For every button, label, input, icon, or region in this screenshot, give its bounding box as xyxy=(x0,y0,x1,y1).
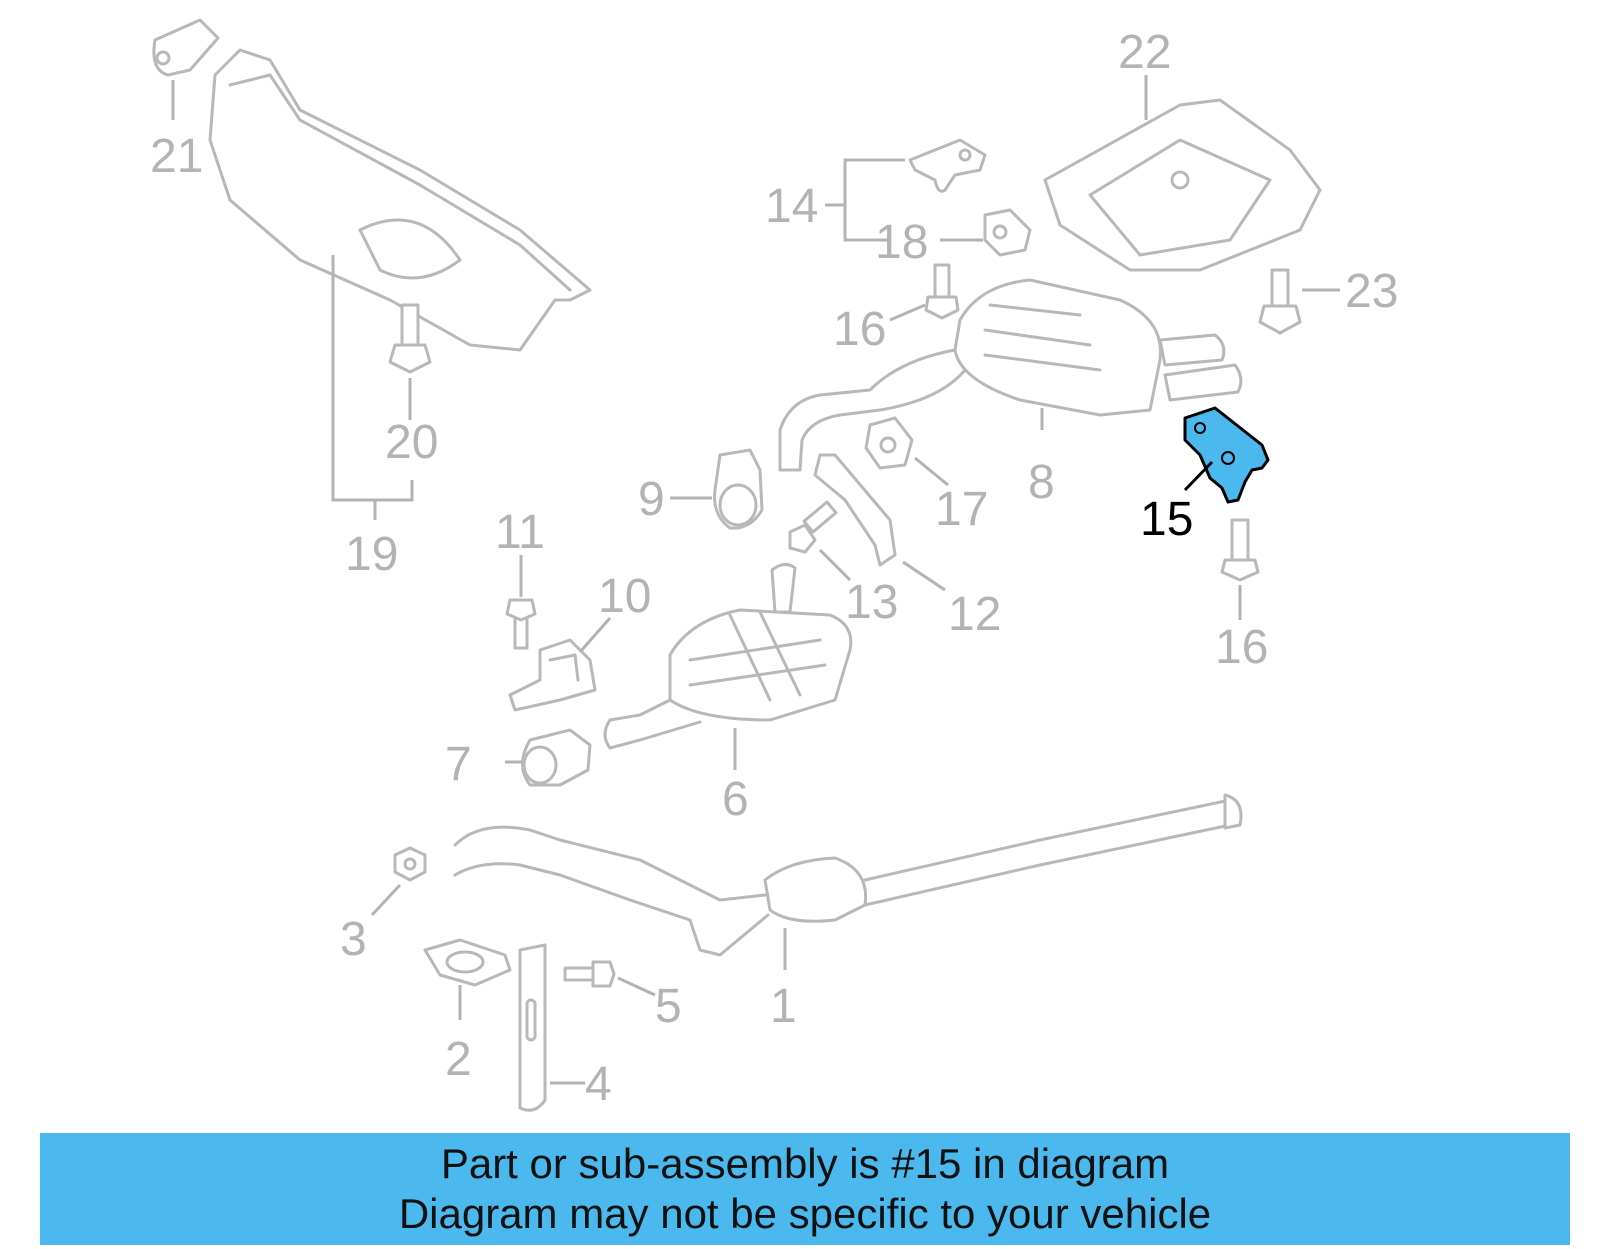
label-5: 5 xyxy=(655,980,682,1033)
part-8-rear-muffler[interactable] xyxy=(778,278,1243,472)
label-21: 21 xyxy=(150,130,203,183)
label-15: 15 xyxy=(1140,493,1193,546)
label-3: 3 xyxy=(340,913,367,966)
leader-17 xyxy=(914,456,949,487)
leader-16-upper xyxy=(889,303,926,322)
banner-line-2: Diagram may not be specific to your vehi… xyxy=(398,1190,1212,1237)
label-6: 6 xyxy=(722,773,749,826)
part-15-exhaust-bracket[interactable] xyxy=(1183,406,1270,504)
label-7: 7 xyxy=(445,738,472,791)
part-3-nut[interactable] xyxy=(393,846,427,882)
part-14-bracket[interactable] xyxy=(908,138,987,193)
part-12-bracket-strap[interactable] xyxy=(813,453,897,567)
label-12: 12 xyxy=(948,588,1001,641)
label-2: 2 xyxy=(445,1033,472,1086)
label-16-lower: 16 xyxy=(1215,621,1268,674)
label-19: 19 xyxy=(345,528,398,581)
label-23: 23 xyxy=(1345,265,1398,318)
label-1: 1 xyxy=(770,980,797,1033)
part-9-clamp[interactable] xyxy=(713,448,764,530)
part-17-rubber-hanger[interactable] xyxy=(864,416,914,470)
label-20: 20 xyxy=(385,416,438,469)
leader-13 xyxy=(818,548,852,582)
part-5-bolt[interactable] xyxy=(563,960,616,988)
part-13-bolt[interactable] xyxy=(788,500,838,554)
exhaust-parts-diagram: 21 19 20 22 23 14 18 xyxy=(150,18,1398,1112)
part-11-bolt[interactable] xyxy=(505,598,537,650)
leader-12 xyxy=(902,560,946,592)
part-19-heat-shield[interactable] xyxy=(208,48,592,352)
leader-15 xyxy=(1183,460,1214,492)
part-16-bolt-upper[interactable] xyxy=(924,263,960,320)
part-2-gasket[interactable] xyxy=(423,938,512,987)
label-18: 18 xyxy=(875,216,928,269)
part-23-bolt[interactable] xyxy=(1258,268,1302,335)
label-22: 22 xyxy=(1118,26,1171,79)
label-8: 8 xyxy=(1028,456,1055,509)
label-13: 13 xyxy=(845,576,898,629)
banner-line-1: Part or sub-assembly is #15 in diagram xyxy=(440,1140,1170,1187)
label-4: 4 xyxy=(585,1058,612,1111)
label-17: 17 xyxy=(935,483,988,536)
leader-10 xyxy=(578,617,612,653)
info-banner: Part or sub-assembly is #15 in diagram D… xyxy=(40,1133,1570,1245)
label-9: 9 xyxy=(638,473,665,526)
part-1-front-pipe-catalytic[interactable] xyxy=(453,793,1243,957)
part-20-bolt[interactable] xyxy=(388,303,432,374)
label-14: 14 xyxy=(765,180,818,233)
part-21-bracket[interactable] xyxy=(152,18,220,77)
leader-14 xyxy=(843,158,905,242)
leader-3 xyxy=(370,883,402,917)
leader-5 xyxy=(617,976,656,997)
part-22-underbody-panel[interactable] xyxy=(1043,98,1322,272)
part-18-rubber-hanger[interactable] xyxy=(983,208,1032,257)
part-16-bolt-lower[interactable] xyxy=(1220,518,1260,582)
part-7-clamp[interactable] xyxy=(521,728,592,787)
label-11: 11 xyxy=(495,506,545,559)
label-16-upper: 16 xyxy=(833,303,886,356)
part-10-hanger-bracket[interactable] xyxy=(508,638,597,712)
label-10: 10 xyxy=(598,570,651,623)
part-4-support-strap[interactable] xyxy=(518,943,547,1112)
part-6-front-muffler[interactable] xyxy=(603,563,853,750)
leader-19-bracket xyxy=(331,255,414,502)
